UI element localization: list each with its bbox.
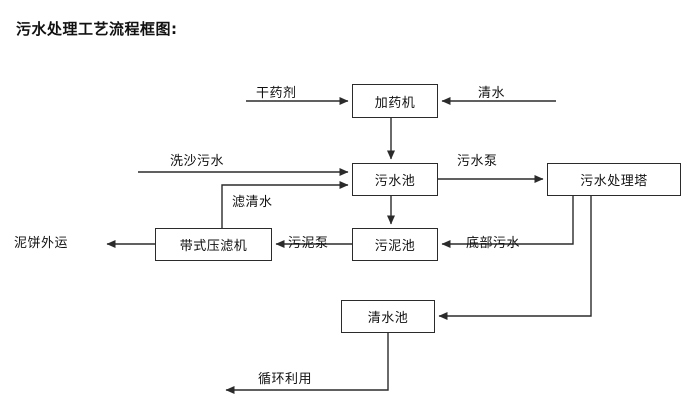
label-mud-cake-transport: 泥饼外运 [14,236,69,251]
node-label: 加药机 [374,95,416,111]
label-dry-chemical: 干药剂 [256,86,297,101]
label-clean-water: 清水 [478,86,506,101]
edge-tower-to-sludge-pool [441,196,574,248]
label-recycle-reuse: 循环利用 [258,372,313,387]
label-sludge-pump: 污泥泵 [288,236,329,251]
node-label: 污泥池 [374,239,416,254]
node-belt-filter-press[interactable]: 带式压滤机 [155,228,272,261]
node-label: 清水池 [367,311,409,326]
node-clear-water-pool[interactable]: 清水池 [341,300,435,333]
label-bottom-sewage: 底部污水 [466,236,521,251]
node-treatment-tower[interactable]: 污水处理塔 [547,163,681,196]
node-label: 污水处理塔 [580,174,648,189]
node-label: 污水池 [374,174,416,189]
node-sludge-pool[interactable]: 污泥池 [352,228,438,261]
node-label: 带式压滤机 [179,239,248,254]
label-sewage-pump: 污水泵 [457,154,498,169]
edge-tower-to-clear-water-pool [438,196,592,320]
node-dosing-machine[interactable]: 加药机 [352,84,438,118]
node-wastewater-pool[interactable]: 污水池 [352,163,438,196]
page-title: 污水处理工艺流程框图: [16,20,178,38]
label-filtered-water: 滤清水 [232,195,273,210]
label-sand-wash-wastewater: 洗沙污水 [170,154,225,169]
edge-filtered-to-wastewater-pool [221,181,349,228]
edge-clear-water-pool-to-recycle [225,333,389,394]
